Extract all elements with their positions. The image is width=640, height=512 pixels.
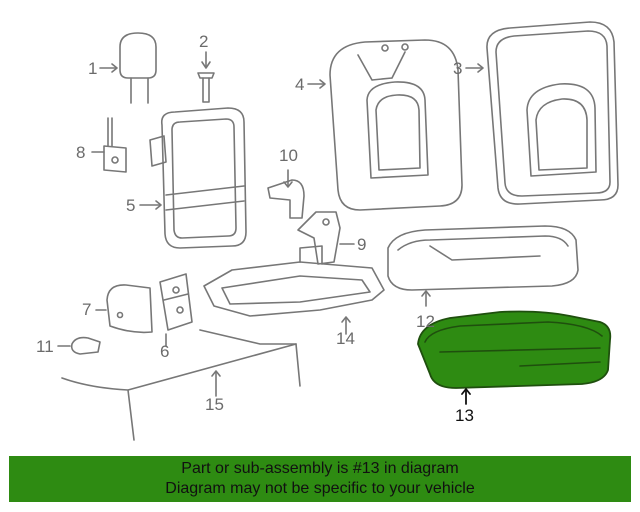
callout-7: 7 — [82, 300, 92, 319]
part-3-back-cover[interactable] — [486, 21, 619, 205]
parts-diagram — [57, 21, 619, 441]
banner-line-1: Part or sub-assembly is #13 in diagram — [181, 460, 459, 477]
part-9-bracket[interactable] — [297, 211, 341, 265]
callout-1: 1 — [88, 59, 98, 78]
part-12-seat-cover[interactable] — [387, 225, 579, 291]
part-7-cover[interactable] — [106, 284, 153, 334]
part-4-back-pad[interactable] — [329, 39, 463, 211]
leader-lines — [57, 63, 484, 397]
callout-4: 4 — [295, 75, 305, 94]
part-14-seat-frame[interactable] — [203, 245, 385, 317]
callout-5: 5 — [126, 196, 136, 215]
leader-13 — [461, 388, 471, 405]
part-11-cap[interactable] — [70, 336, 101, 355]
callout-12: 12 — [416, 312, 435, 331]
callout-2: 2 — [199, 32, 209, 51]
callout-3: 3 — [453, 59, 463, 78]
callout-8: 8 — [76, 143, 86, 162]
part-13-seat-cushion[interactable] — [417, 310, 612, 389]
callout-11: 11 — [36, 337, 54, 356]
part-5-back-frame[interactable] — [149, 107, 247, 249]
part-2-pin[interactable] — [197, 51, 215, 103]
callout-6: 6 — [160, 342, 170, 361]
callout-9: 9 — [357, 235, 367, 254]
callout-13: 13 — [455, 406, 474, 425]
part-15-support-bar[interactable] — [61, 329, 301, 441]
info-banner: Part or sub-assembly is #13 in diagram D… — [9, 456, 631, 502]
callout-10: 10 — [279, 146, 298, 165]
part-1-headrest[interactable] — [119, 32, 157, 104]
part-10-trim[interactable] — [267, 179, 305, 219]
part-8-latch[interactable] — [103, 117, 127, 173]
part-6-recliner[interactable] — [159, 273, 193, 331]
banner-line-2: Diagram may not be specific to your vehi… — [165, 480, 475, 497]
callout-15: 15 — [205, 395, 224, 414]
callout-14: 14 — [336, 329, 355, 348]
